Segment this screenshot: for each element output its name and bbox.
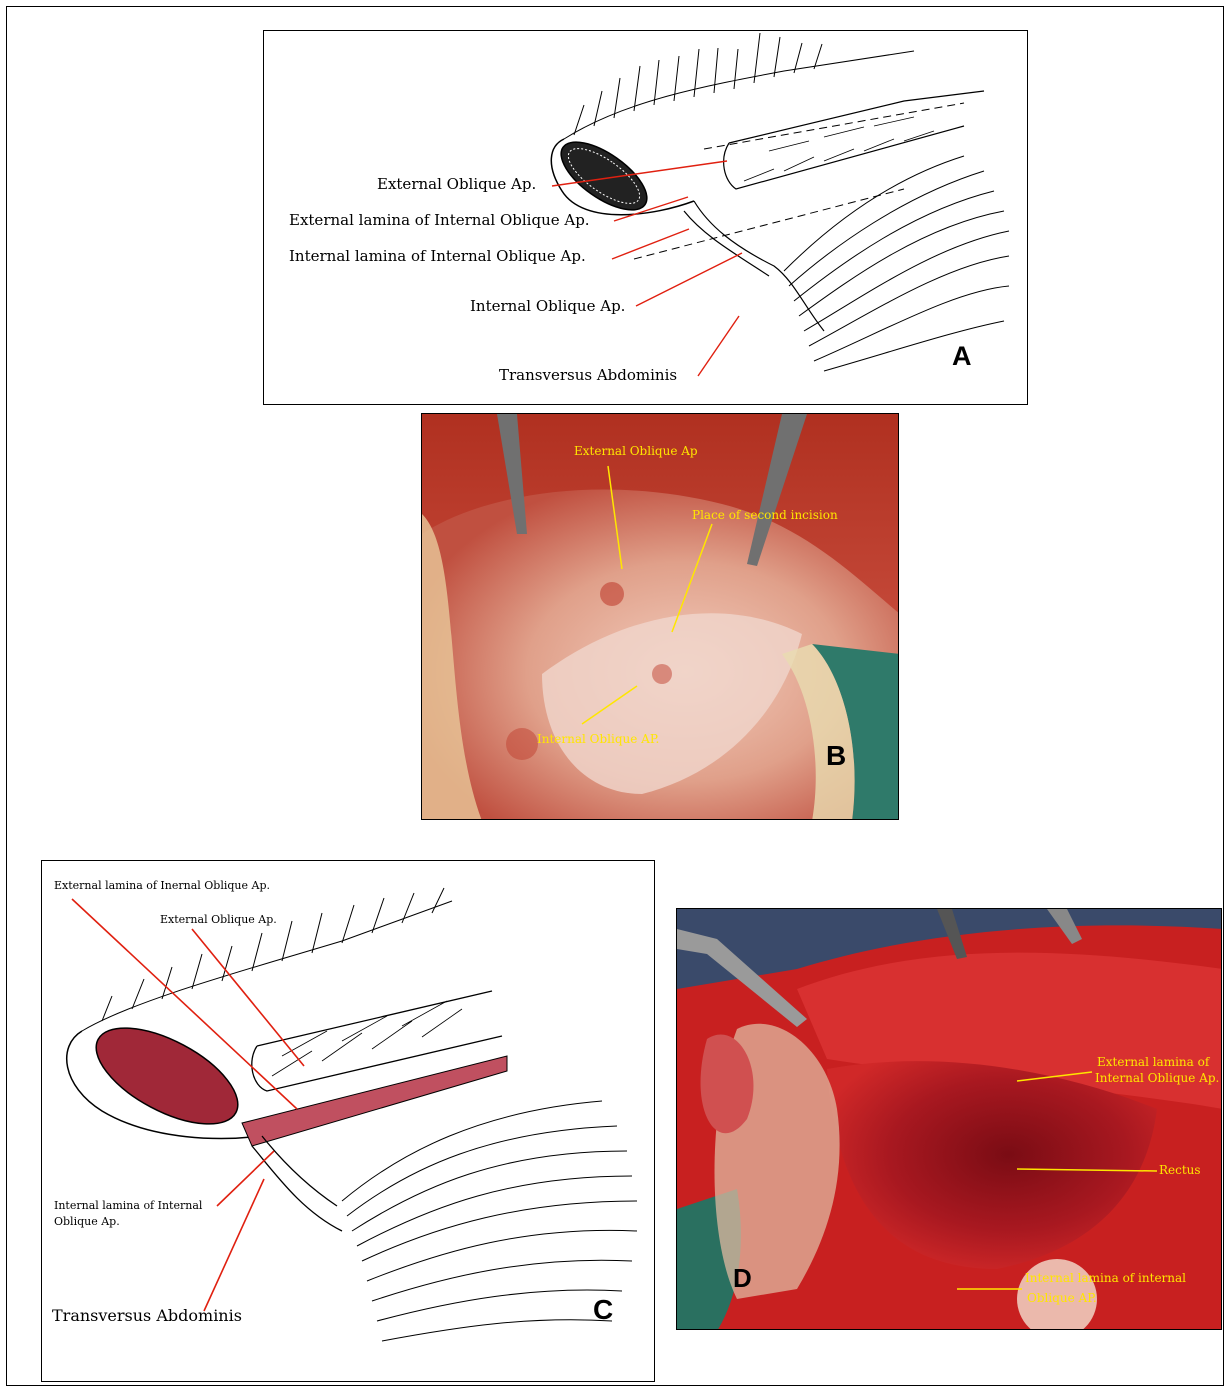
label-a-transversus: Transversus Abdominis	[499, 366, 677, 384]
label-d-internal-lamina-1: Internal lamina of internal	[1025, 1271, 1186, 1285]
label-a-internal-lamina: Internal lamina of Internal Oblique Ap.	[289, 247, 586, 265]
panel-c-letter-label: C	[593, 1294, 613, 1326]
label-c-internal-lamina-2: Oblique Ap.	[54, 1215, 120, 1228]
label-c-internal-lamina-1: Internal lamina of Internal	[54, 1199, 202, 1212]
transversus-fibres	[784, 156, 1009, 371]
label-c-external-oblique: External Oblique Ap.	[160, 913, 277, 926]
panel-b: External Oblique Ap Place of second inci…	[421, 413, 899, 820]
label-a-external-lamina: External lamina of Internal Oblique Ap.	[289, 211, 590, 229]
panel-b-letter-label: B	[826, 740, 846, 772]
panel-c-drawing	[42, 861, 655, 1382]
label-a-external-oblique: External Oblique Ap.	[377, 175, 536, 193]
label-d-external-lamina-2: Internal Oblique Ap.	[1095, 1071, 1219, 1085]
panel-c: External lamina of Inernal Oblique Ap. E…	[41, 860, 655, 1382]
label-b-internal-oblique: Internal Oblique AP.	[537, 732, 659, 746]
label-d-external-lamina-1: External lamina of	[1097, 1055, 1209, 1069]
external-oblique-sheet	[564, 33, 914, 139]
panel-a: External Oblique Ap. External lamina of …	[263, 30, 1028, 405]
rectus-section	[550, 129, 657, 222]
panel-d-photo	[677, 909, 1222, 1330]
panel-d-letter-label: D	[733, 1263, 752, 1294]
label-d-internal-lamina-2: Oblique AP.	[1027, 1291, 1097, 1305]
label-c-external-lamina: External lamina of Inernal Oblique Ap.	[54, 879, 270, 892]
label-a-internal-oblique: Internal Oblique Ap.	[470, 297, 625, 315]
panel-d: External lamina of Internal Oblique Ap. …	[676, 908, 1222, 1330]
label-c-transversus: Transversus Abdominis	[52, 1306, 242, 1325]
panel-a-letter-label: A	[952, 341, 972, 372]
label-d-rectus: Rectus	[1159, 1163, 1201, 1177]
c-rectus-section	[82, 1008, 253, 1143]
label-b-external-oblique: External Oblique Ap	[574, 444, 698, 458]
label-b-second-incision: Place of second incision	[692, 508, 838, 522]
